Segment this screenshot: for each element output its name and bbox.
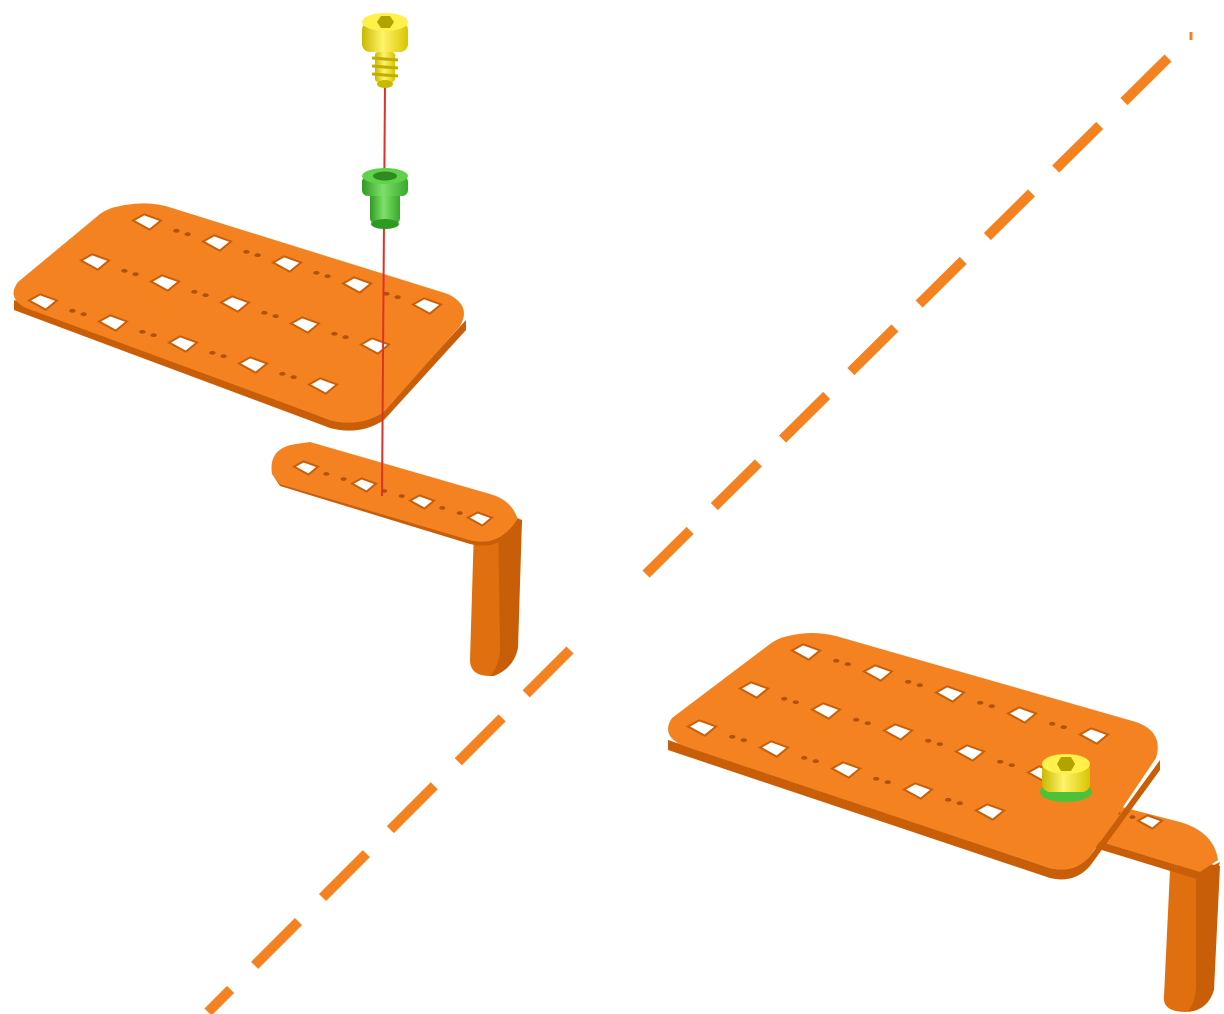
round-hole xyxy=(989,704,995,708)
round-hole xyxy=(853,718,859,722)
flat-plate xyxy=(14,203,467,430)
round-hole xyxy=(801,756,807,760)
round-hole xyxy=(977,701,983,705)
round-hole xyxy=(173,229,179,233)
round-hole xyxy=(1130,815,1136,819)
round-hole xyxy=(813,759,819,763)
round-hole xyxy=(905,680,911,684)
round-hole xyxy=(833,659,839,663)
round-hole xyxy=(1049,722,1055,726)
divider-dashes-lower xyxy=(208,650,570,1012)
screw-tip xyxy=(377,80,393,88)
round-hole xyxy=(845,662,851,666)
round-hole xyxy=(865,721,871,725)
round-hole xyxy=(121,269,127,273)
round-hole xyxy=(945,798,951,802)
flat-plate-assembled xyxy=(668,633,1160,880)
round-hole xyxy=(997,760,1003,764)
bracket-horizontal-arm xyxy=(272,442,519,542)
round-hole xyxy=(80,312,86,316)
round-hole xyxy=(279,372,285,376)
round-hole xyxy=(399,494,405,498)
round-hole xyxy=(243,250,249,254)
round-hole xyxy=(741,738,747,742)
round-hole xyxy=(793,700,799,704)
round-hole xyxy=(925,739,931,743)
assembled-view xyxy=(668,633,1220,1012)
round-hole xyxy=(132,272,138,276)
round-hole xyxy=(781,697,787,701)
round-hole xyxy=(331,332,337,336)
round-hole xyxy=(220,354,226,358)
round-hole xyxy=(324,274,330,278)
round-hole xyxy=(261,311,267,315)
divider-dashes-upper xyxy=(642,58,1168,578)
round-hole xyxy=(957,801,963,805)
round-hole xyxy=(917,683,923,687)
round-hole xyxy=(290,375,296,379)
round-hole xyxy=(1009,763,1015,767)
round-hole xyxy=(342,335,348,339)
round-hole xyxy=(439,506,445,510)
round-hole xyxy=(69,309,75,313)
round-hole xyxy=(209,351,215,355)
green-spacer xyxy=(362,168,408,229)
round-hole xyxy=(873,777,879,781)
round-hole xyxy=(323,472,329,476)
angle-bracket xyxy=(272,442,523,676)
round-hole xyxy=(272,314,278,318)
round-hole xyxy=(1061,725,1067,729)
round-hole xyxy=(341,477,347,481)
round-hole xyxy=(191,290,197,294)
round-hole xyxy=(254,253,260,257)
round-hole xyxy=(139,330,145,334)
round-hole xyxy=(150,333,156,337)
spacer-bottom xyxy=(371,219,399,229)
round-hole xyxy=(457,511,463,515)
round-hole xyxy=(885,780,891,784)
spacer-bore xyxy=(373,172,397,181)
installed-fastener xyxy=(1040,754,1092,802)
round-hole xyxy=(394,295,400,299)
round-hole xyxy=(313,271,319,275)
round-hole xyxy=(184,232,190,236)
round-hole xyxy=(937,742,943,746)
exploded-view xyxy=(14,13,523,676)
yellow-screw xyxy=(362,13,408,88)
plate-top xyxy=(668,633,1158,870)
round-hole xyxy=(202,293,208,297)
round-hole xyxy=(729,735,735,739)
